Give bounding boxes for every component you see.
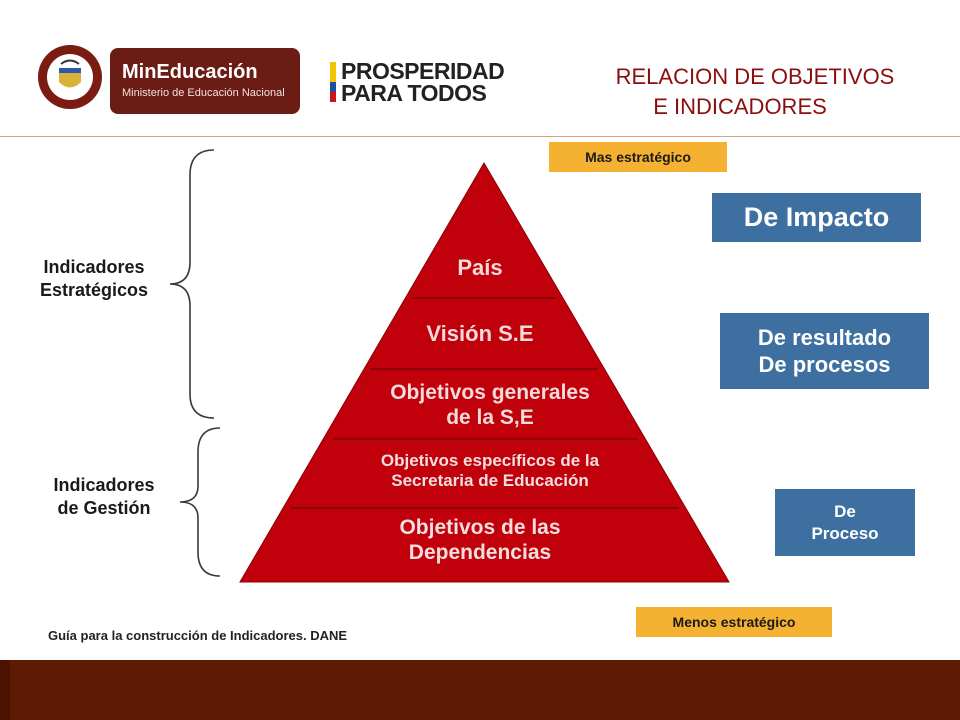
- ministry-logo: MinEducación Ministerio de Educación Nac…: [110, 48, 300, 114]
- footer-bar: [0, 660, 960, 720]
- indicator-type-line: De Impacto: [743, 201, 890, 232]
- pyramid-level-specific-objectives: Objetivos específicos de la Secretaria d…: [320, 451, 660, 492]
- process-indicator-box: De Proceso: [775, 489, 915, 556]
- group-label-line: Indicadores: [53, 475, 155, 495]
- pyramid-level-vision: Visión S.E: [380, 321, 580, 347]
- strategic-brace-icon: [169, 149, 215, 419]
- group-label-line: de Gestión: [57, 498, 151, 519]
- management-brace-icon: [179, 427, 221, 577]
- management-indicators-label: Indicadores de Gestión: [24, 474, 184, 521]
- group-label-line: Estratégicos: [39, 280, 149, 301]
- colombia-flag-stripe-icon: [330, 62, 336, 102]
- ministry-brand-name: MinEducación: [122, 61, 258, 83]
- indicator-type-line: De: [834, 502, 856, 522]
- footer-edge: [0, 660, 10, 720]
- pyramid-level-country: País: [420, 255, 540, 281]
- pyramid-level-label: País: [457, 255, 503, 280]
- less-strategic-tag: Menos estratégico: [636, 607, 832, 637]
- strategic-indicators-label: Indicadores Estratégicos: [14, 256, 174, 303]
- pyramid-level-label-line: Dependencias: [408, 541, 552, 565]
- page-title-line2: E INDICADORES: [653, 94, 827, 119]
- result-process-indicator-box: De resultado De procesos: [720, 313, 929, 389]
- indicator-type-line: Proceso: [811, 523, 879, 543]
- indicator-type-line: De procesos: [758, 352, 891, 377]
- colombia-seal-logo: [38, 45, 102, 109]
- prosperity-logo-line1: PROSPERIDAD: [341, 58, 505, 84]
- group-label-line: Indicadores: [43, 257, 145, 277]
- pyramid-level-label: Visión S.E: [426, 321, 534, 346]
- ministry-subtitle: Ministerio de Educación Nacional: [122, 87, 285, 99]
- header: MinEducación Ministerio de Educación Nac…: [0, 0, 960, 137]
- pyramid-level-label-line: Objetivos generales: [390, 381, 590, 404]
- page-title-line1: RELACION DE OBJETIVOS: [615, 64, 895, 89]
- source-note: Guía para la construcción de Indicadores…: [48, 628, 348, 643]
- impact-indicator-box: De Impacto: [712, 193, 921, 242]
- pyramid-level-label-line: Objetivos de las: [399, 516, 561, 539]
- pyramid-shape: [239, 162, 730, 583]
- pyramid-level-label-line: Secretaria de Educación: [391, 471, 589, 491]
- pyramid-level-label-line: Objetivos específicos de la: [380, 451, 600, 470]
- header-divider: [0, 136, 960, 137]
- more-strategic-tag: Mas estratégico: [549, 142, 727, 172]
- pyramid-level-department-objectives: Objetivos de las Dependencias: [330, 515, 630, 565]
- pyramid-level-general-objectives: Objetivos generales de la S,E: [330, 380, 650, 430]
- pyramid-level-label-line: de la S,E: [446, 406, 534, 430]
- prosperity-logo-line2: PARA TODOS: [341, 80, 487, 106]
- indicator-type-line: De resultado: [757, 324, 892, 350]
